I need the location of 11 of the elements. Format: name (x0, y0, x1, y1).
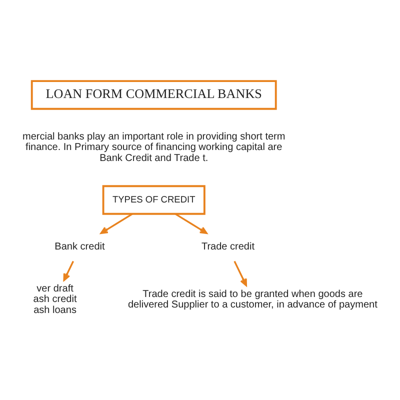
arrow (63, 260, 74, 282)
node-text: Trade credit is said to be granted when goods are delivered Supplier to a customer, in advance of payment (128, 288, 378, 311)
node-text: Bank credit (54, 242, 105, 253)
node-box: TYPES OF CREDIT (102, 185, 206, 215)
arrow (100, 213, 133, 234)
node-box: LOAN FORM COMMERCIAL BANKS (30, 80, 277, 110)
node-text: ver draft ash credit ash loans (33, 283, 77, 316)
arrow (174, 213, 208, 234)
arrow (234, 260, 248, 286)
label: mercial banks play an important role in providing short term finance. In Primary source of financing working capital are Bank Credit and Trade t. (22, 131, 286, 164)
node-text: Trade credit (201, 242, 255, 253)
